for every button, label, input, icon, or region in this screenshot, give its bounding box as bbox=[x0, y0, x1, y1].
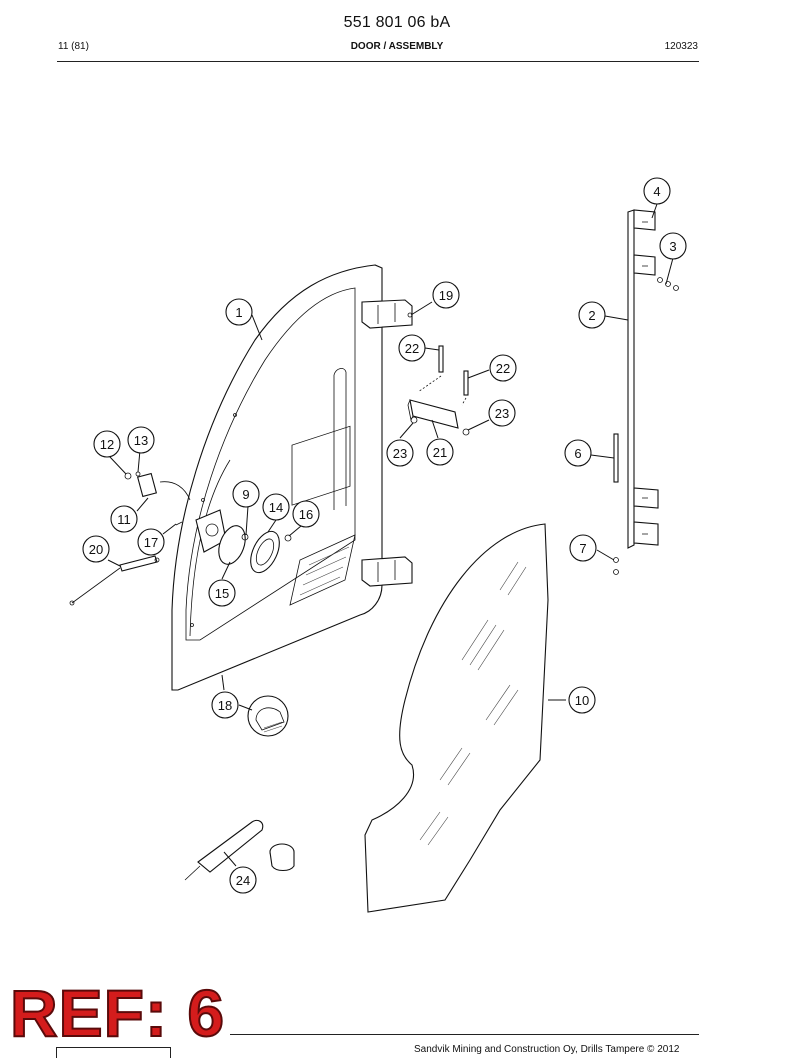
callout-4: 4 bbox=[643, 177, 671, 205]
svg-text:3: 3 bbox=[669, 239, 676, 254]
svg-text:1: 1 bbox=[235, 305, 242, 320]
svg-text:4: 4 bbox=[653, 184, 660, 199]
callout-3: 3 bbox=[659, 232, 687, 260]
callout-19: 19 bbox=[432, 281, 460, 309]
hinge-rail-illustration bbox=[613, 209, 679, 575]
svg-text:9: 9 bbox=[242, 487, 249, 502]
svg-text:21: 21 bbox=[433, 445, 447, 460]
callout-17: 17 bbox=[137, 528, 165, 556]
svg-text:2: 2 bbox=[588, 308, 595, 323]
callout-23b: 23 bbox=[386, 439, 414, 467]
callout-2: 2 bbox=[578, 301, 606, 329]
callout-10: 10 bbox=[568, 686, 596, 714]
svg-text:19: 19 bbox=[439, 288, 453, 303]
callout-13: 13 bbox=[127, 426, 155, 454]
door-frame-illustration bbox=[171, 264, 383, 691]
callout-11: 11 bbox=[110, 505, 138, 533]
svg-text:16: 16 bbox=[299, 507, 313, 522]
svg-text:6: 6 bbox=[574, 446, 581, 461]
lock-parts-illustration bbox=[124, 471, 292, 574]
callout-12: 12 bbox=[93, 430, 121, 458]
callout-21: 21 bbox=[426, 438, 454, 466]
svg-text:23: 23 bbox=[393, 446, 407, 461]
svg-text:24: 24 bbox=[236, 873, 250, 888]
callout-1: 1 bbox=[225, 298, 253, 326]
callout-22b: 22 bbox=[489, 354, 517, 382]
document-number: 551 801 06 bA bbox=[343, 14, 451, 31]
gas-spring-illustration bbox=[69, 555, 160, 606]
bracket-illustration bbox=[407, 312, 470, 436]
callout-24: 24 bbox=[229, 866, 257, 894]
footer-divider bbox=[230, 1034, 699, 1035]
svg-text:17: 17 bbox=[144, 535, 158, 550]
svg-text:11: 11 bbox=[117, 512, 131, 527]
callout-15: 15 bbox=[208, 579, 236, 607]
reference-stamp: REF: 6 bbox=[9, 976, 226, 1050]
callout-14: 14 bbox=[262, 493, 290, 521]
svg-text:18: 18 bbox=[218, 698, 232, 713]
callout-20: 20 bbox=[82, 535, 110, 563]
seal-profile-illustration bbox=[247, 695, 289, 737]
date-code: 120323 bbox=[664, 41, 698, 52]
callout-16: 16 bbox=[292, 500, 320, 528]
leader-lines bbox=[107, 203, 674, 867]
copyright-notice: Sandvik Mining and Construction Oy, Dril… bbox=[414, 1044, 680, 1055]
door-glass-illustration bbox=[364, 523, 549, 913]
svg-text:14: 14 bbox=[269, 500, 283, 515]
document-title: DOOR / ASSEMBLY bbox=[350, 41, 444, 52]
svg-text:20: 20 bbox=[89, 542, 103, 557]
callout-6: 6 bbox=[564, 439, 592, 467]
svg-text:23: 23 bbox=[495, 406, 509, 421]
header-divider bbox=[57, 61, 699, 62]
door-hinge-illustration bbox=[361, 299, 413, 587]
svg-text:15: 15 bbox=[215, 586, 229, 601]
svg-text:10: 10 bbox=[575, 693, 589, 708]
callout-18: 18 bbox=[211, 691, 239, 719]
callout-22a: 22 bbox=[398, 334, 426, 362]
callout-9: 9 bbox=[232, 480, 260, 508]
svg-text:12: 12 bbox=[100, 437, 114, 452]
callout-23a: 23 bbox=[488, 399, 516, 427]
sealant-tube-illustration bbox=[184, 819, 295, 881]
page-info: 11 (81) bbox=[58, 41, 89, 52]
callout-7: 7 bbox=[569, 534, 597, 562]
svg-text:7: 7 bbox=[579, 541, 586, 556]
svg-text:22: 22 bbox=[496, 361, 510, 376]
svg-text:13: 13 bbox=[134, 433, 148, 448]
svg-text:22: 22 bbox=[405, 341, 419, 356]
